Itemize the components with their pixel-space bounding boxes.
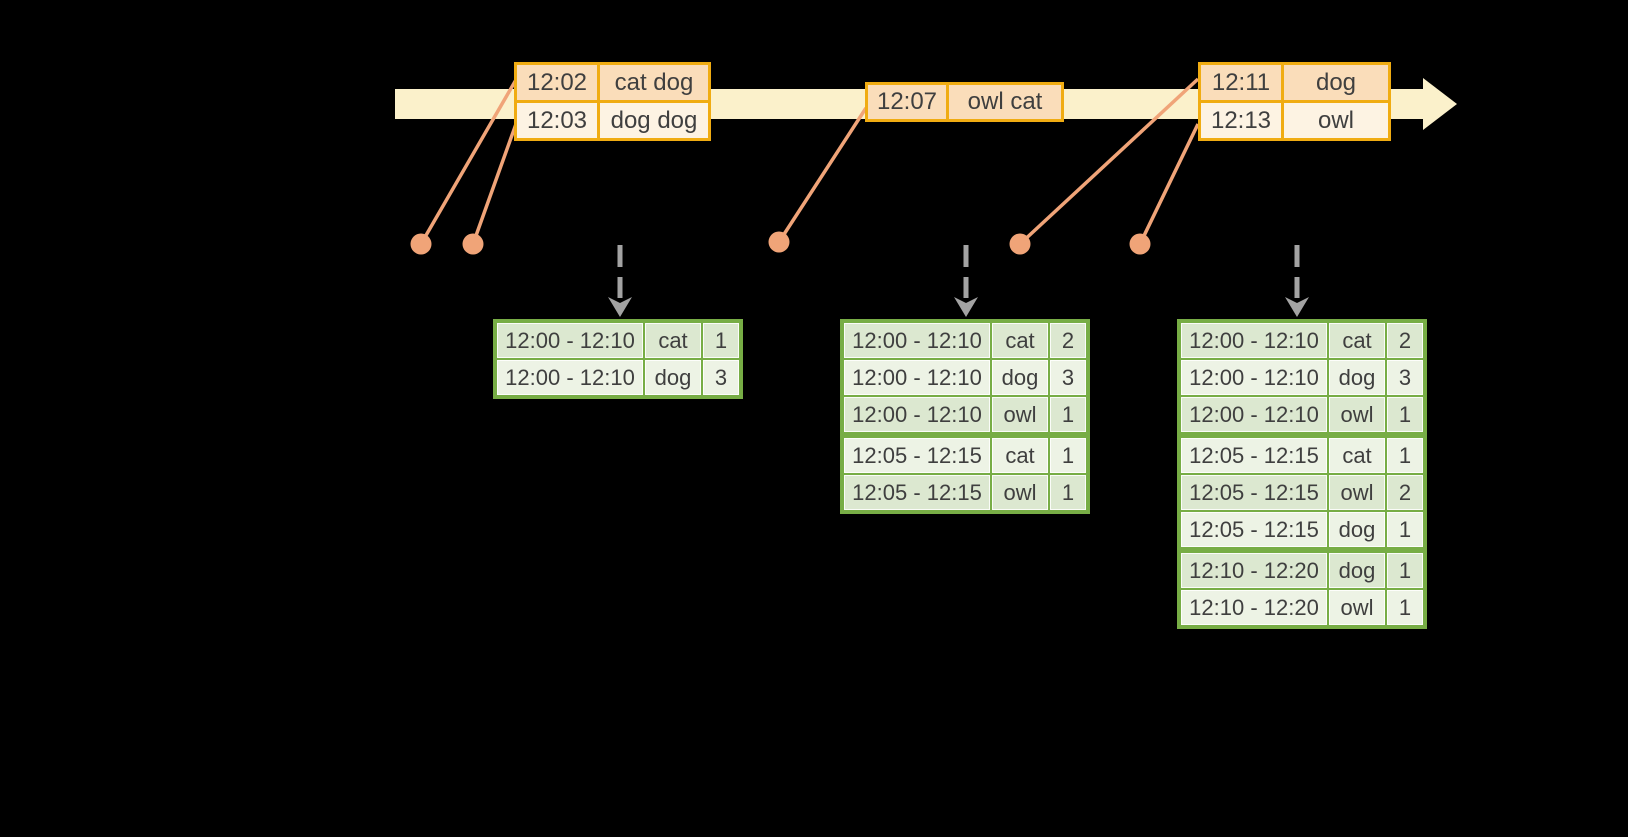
count-cell: 1 (703, 323, 739, 358)
word-cell: owl (1329, 475, 1385, 510)
table-row: 12:00 - 12:10 dog 3 (844, 360, 1086, 395)
word-cell: dog (645, 360, 701, 395)
window-cell: 12:00 - 12:10 (497, 360, 643, 395)
word-cell: dog (1329, 512, 1385, 547)
window-group: 12:10 - 12:20 dog 1 12:10 - 12:20 owl 1 (1181, 553, 1423, 625)
event-words-cell: dog dog (600, 103, 708, 138)
count-cell: 2 (1387, 475, 1423, 510)
event-words-cell: cat dog (600, 65, 708, 100)
table-row: 12:05 - 12:15 owl 2 (1181, 475, 1423, 510)
table-row: 12:00 - 12:10 cat 2 (844, 323, 1086, 358)
table-row: 12:05 - 12:15 cat 1 (1181, 438, 1423, 473)
event-dot-icon (462, 233, 484, 255)
event-time-cell: 12:13 (1201, 103, 1281, 138)
window-cell: 12:00 - 12:10 (1181, 360, 1327, 395)
window-cell: 12:05 - 12:15 (844, 438, 990, 473)
window-cell: 12:00 - 12:10 (1181, 397, 1327, 432)
window-group: 12:00 - 12:10 cat 1 12:00 - 12:10 dog 3 (497, 323, 739, 395)
window-cell: 12:00 - 12:10 (844, 360, 990, 395)
word-cell: dog (1329, 360, 1385, 395)
table-row: 12:00 - 12:10 dog 3 (497, 360, 739, 395)
window-cell: 12:10 - 12:20 (1181, 553, 1327, 588)
table-row: 12:00 - 12:10 cat 1 (497, 323, 739, 358)
count-cell: 1 (1387, 438, 1423, 473)
window-group: 12:00 - 12:10 cat 2 12:00 - 12:10 dog 3 … (844, 323, 1086, 432)
event-dot-icon (1129, 233, 1151, 255)
count-cell: 3 (703, 360, 739, 395)
window-cell: 12:00 - 12:10 (497, 323, 643, 358)
word-cell: cat (645, 323, 701, 358)
table-row: 12:05 - 12:15 cat 1 (844, 438, 1086, 473)
count-cell: 1 (1387, 553, 1423, 588)
input-batch-table-2: 12:07 owl cat (865, 82, 1064, 122)
result-table-3: 12:00 - 12:10 cat 2 12:00 - 12:10 dog 3 … (1177, 319, 1427, 629)
table-row: 12:10 - 12:20 dog 1 (1181, 553, 1423, 588)
table-row: 12:00 - 12:10 dog 3 (1181, 360, 1423, 395)
event-words-cell: owl cat (949, 85, 1061, 119)
result-table-1: 12:00 - 12:10 cat 1 12:00 - 12:10 dog 3 (493, 319, 743, 399)
count-cell: 2 (1050, 323, 1086, 358)
event-connector-line (1138, 123, 1200, 245)
table-row: 12:05 - 12:15 dog 1 (1181, 512, 1423, 547)
window-group: 12:05 - 12:15 cat 1 12:05 - 12:15 owl 2 … (1181, 438, 1423, 547)
event-connector-line (419, 77, 519, 245)
event-time-cell: 12:03 (517, 103, 597, 138)
count-cell: 1 (1050, 438, 1086, 473)
trigger-arrowhead-icon (1285, 297, 1309, 317)
event-connector-line (1018, 77, 1200, 246)
word-cell: dog (1329, 553, 1385, 588)
event-words-cell: owl (1284, 103, 1388, 138)
event-time-cell: 12:11 (1201, 65, 1281, 100)
input-batch-table-1: 12:02 cat dog 12:03 dog dog (514, 62, 711, 141)
count-cell: 1 (1050, 397, 1086, 432)
event-dot-icon (768, 231, 790, 253)
word-cell: owl (1329, 397, 1385, 432)
count-cell: 2 (1387, 323, 1423, 358)
table-row: 12:10 - 12:20 owl 1 (1181, 590, 1423, 625)
word-cell: owl (1329, 590, 1385, 625)
word-cell: cat (1329, 323, 1385, 358)
event-dot-icon (410, 233, 432, 255)
table-row: 12:00 - 12:10 owl 1 (1181, 397, 1423, 432)
window-cell: 12:05 - 12:15 (1181, 475, 1327, 510)
window-cell: 12:00 - 12:10 (1181, 323, 1327, 358)
count-cell: 1 (1387, 512, 1423, 547)
trigger-arrowhead-icon (608, 297, 632, 317)
event-time-cell: 12:07 (868, 85, 946, 119)
trigger-arrowhead-icon (954, 297, 978, 317)
table-row: 12:05 - 12:15 owl 1 (844, 475, 1086, 510)
window-cell: 12:00 - 12:10 (844, 397, 990, 432)
word-cell: cat (1329, 438, 1385, 473)
word-cell: dog (992, 360, 1048, 395)
window-cell: 12:05 - 12:15 (1181, 512, 1327, 547)
table-row: 12:00 - 12:10 cat 2 (1181, 323, 1423, 358)
count-cell: 1 (1387, 397, 1423, 432)
word-cell: owl (992, 475, 1048, 510)
event-connector-line (471, 123, 518, 245)
window-cell: 12:05 - 12:15 (844, 475, 990, 510)
table-row: 12:00 - 12:10 owl 1 (844, 397, 1086, 432)
word-cell: owl (992, 397, 1048, 432)
word-cell: cat (992, 323, 1048, 358)
word-cell: cat (992, 438, 1048, 473)
count-cell: 3 (1050, 360, 1086, 395)
count-cell: 1 (1050, 475, 1086, 510)
window-group: 12:00 - 12:10 cat 2 12:00 - 12:10 dog 3 … (1181, 323, 1423, 432)
timeline-arrowhead-icon (1423, 78, 1457, 130)
count-cell: 3 (1387, 360, 1423, 395)
event-time-cell: 12:02 (517, 65, 597, 100)
count-cell: 1 (1387, 590, 1423, 625)
event-words-cell: dog (1284, 65, 1388, 100)
window-group: 12:05 - 12:15 cat 1 12:05 - 12:15 owl 1 (844, 438, 1086, 510)
result-table-2: 12:00 - 12:10 cat 2 12:00 - 12:10 dog 3 … (840, 319, 1090, 514)
event-connector-line (777, 107, 868, 243)
window-cell: 12:00 - 12:10 (844, 323, 990, 358)
window-cell: 12:10 - 12:20 (1181, 590, 1327, 625)
input-batch-table-3: 12:11 dog 12:13 owl (1198, 62, 1391, 141)
window-cell: 12:05 - 12:15 (1181, 438, 1327, 473)
event-dot-icon (1009, 233, 1031, 255)
